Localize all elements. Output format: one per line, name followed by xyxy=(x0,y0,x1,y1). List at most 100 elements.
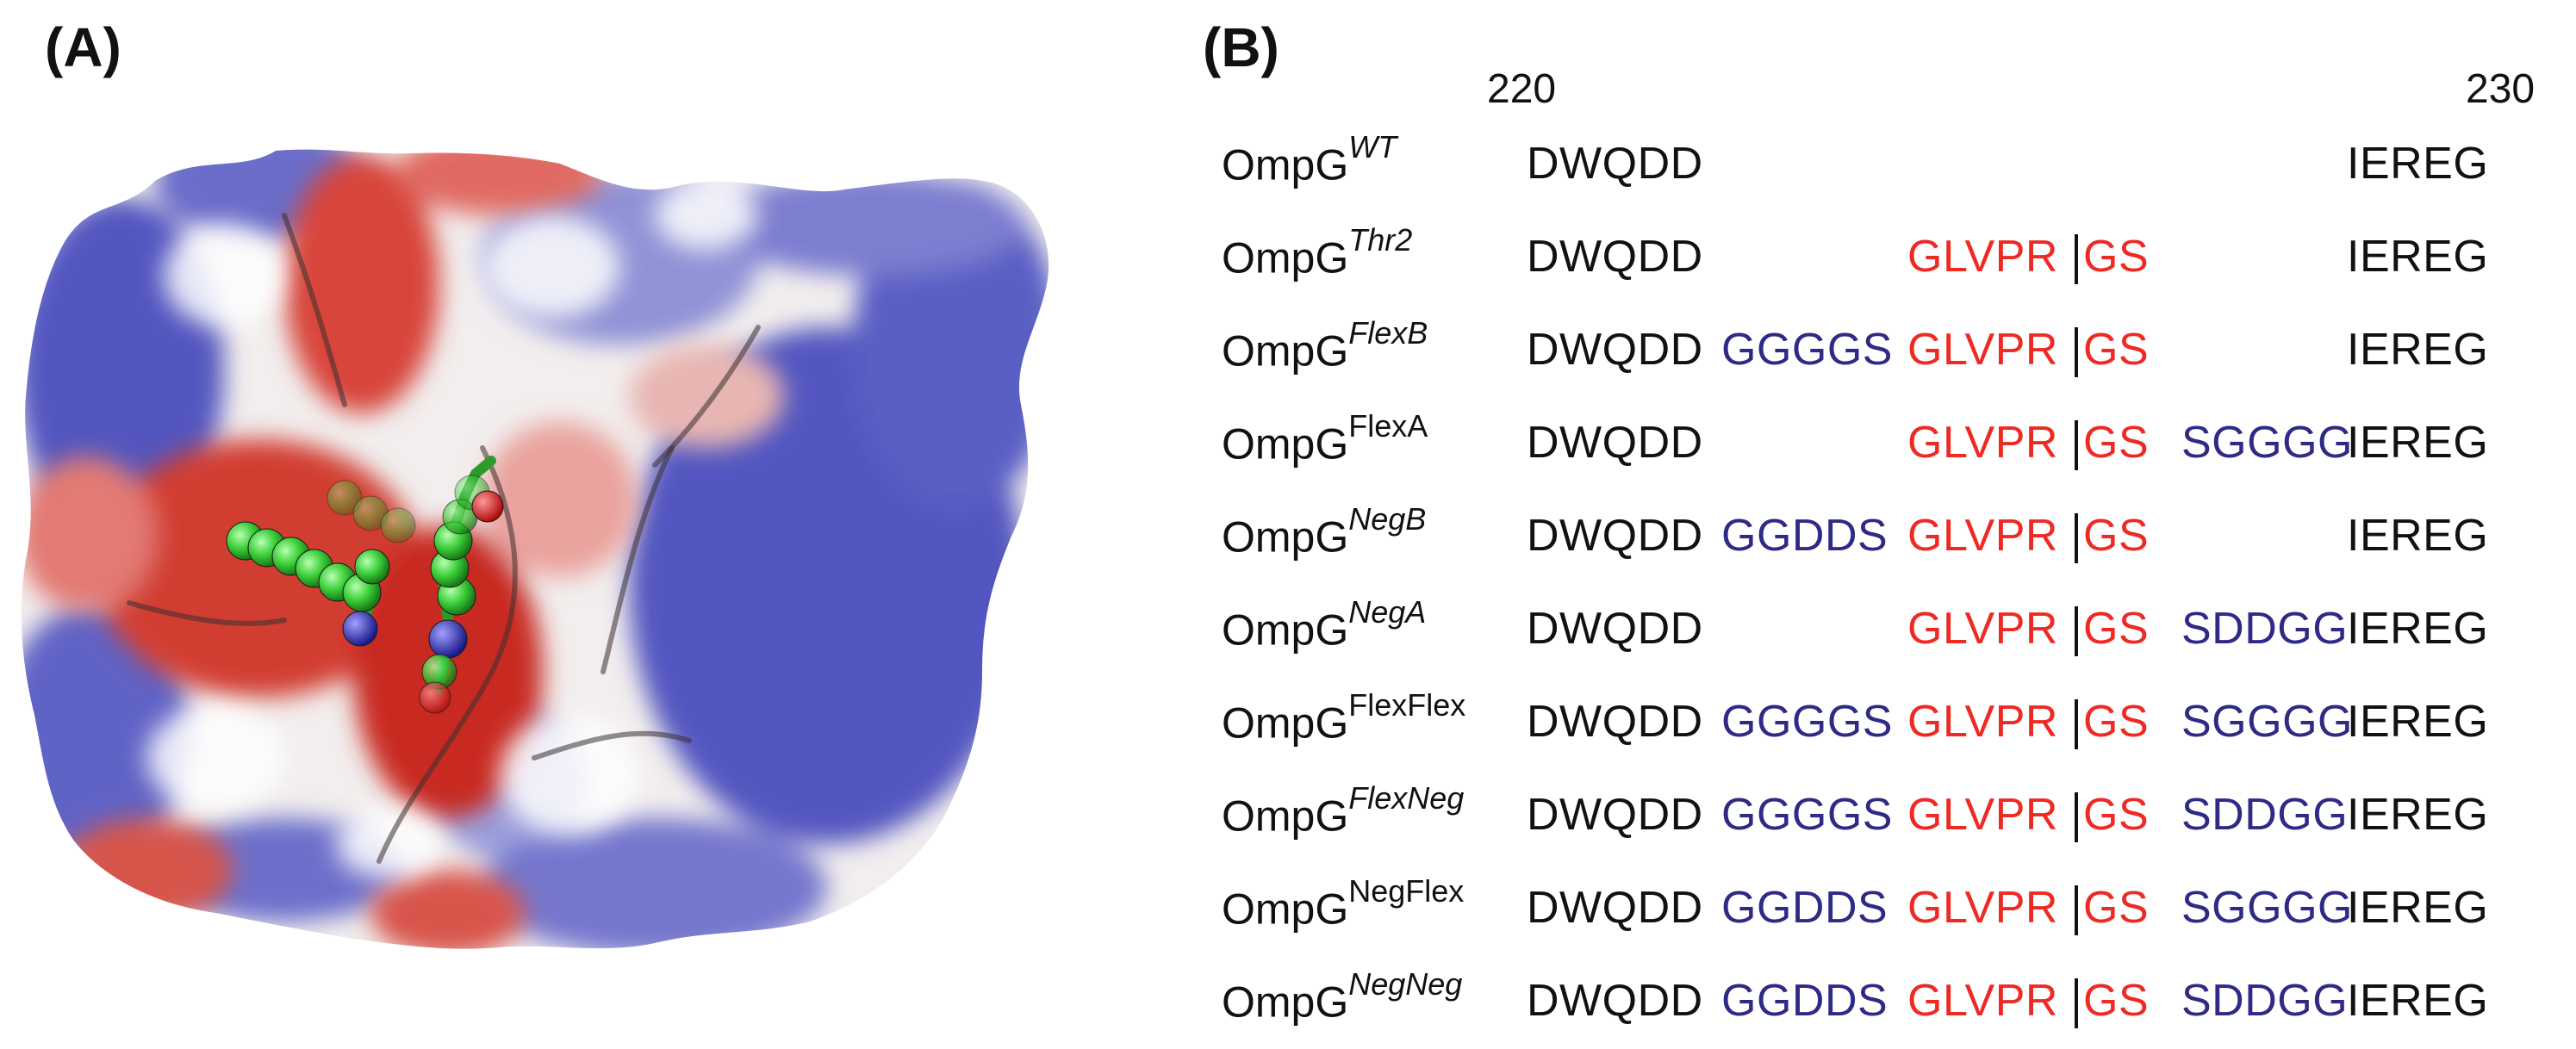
linker-before-site: GGGGS xyxy=(1721,325,1893,375)
construct-name: OmpGNegNeg xyxy=(1222,966,1462,1027)
construct-base: OmpG xyxy=(1222,698,1349,748)
construct-variant: NegFlex xyxy=(1348,873,1465,909)
construct-variant: FlexNeg xyxy=(1348,780,1465,816)
thrombin-site-p-prime-side: GS xyxy=(2083,697,2150,747)
c-terminal-segment: IEREG xyxy=(2347,604,2489,654)
construct-base: OmpG xyxy=(1222,326,1349,376)
construct-variant: FlexFlex xyxy=(1348,687,1466,723)
c-terminal-segment: IEREG xyxy=(2347,511,2489,561)
linker-after-site: SGGGG xyxy=(2181,883,2353,933)
c-terminal-segment: IEREG xyxy=(2347,232,2489,282)
cleavage-site-marker xyxy=(2075,513,2078,563)
thrombin-site-p-prime-side: GS xyxy=(2083,232,2150,282)
construct-variant: NegNeg xyxy=(1348,966,1463,1002)
construct-name: OmpGFlexFlex xyxy=(1222,687,1465,748)
n-terminal-segment: DWQDD xyxy=(1527,883,1703,933)
position-label-220: 220 xyxy=(1487,66,1557,112)
cleavage-site-marker xyxy=(2075,885,2078,935)
thrombin-site-p-side: GLVPR xyxy=(1907,976,2058,1026)
construct-variant: Thr2 xyxy=(1348,222,1413,258)
construct-base: OmpG xyxy=(1222,419,1349,469)
construct-variant: FlexA xyxy=(1348,408,1428,444)
n-terminal-segment: DWQDD xyxy=(1527,790,1703,840)
c-terminal-segment: IEREG xyxy=(2347,139,2489,189)
n-terminal-segment: DWQDD xyxy=(1527,418,1703,468)
construct-variant: WT xyxy=(1348,129,1397,164)
construct-base: OmpG xyxy=(1222,791,1349,841)
construct-variant: FlexB xyxy=(1348,315,1428,351)
ligand-molecule xyxy=(226,456,504,714)
construct-base: OmpG xyxy=(1222,885,1349,934)
thrombin-site-p-prime-side: GS xyxy=(2083,883,2150,933)
construct-base: OmpG xyxy=(1222,978,1349,1027)
sequence-row: OmpGWT DWQDD IEREG xyxy=(0,126,2576,212)
construct-variant: NegB xyxy=(1348,501,1427,537)
thrombin-site-p-side: GLVPR xyxy=(1907,418,2058,468)
thrombin-site-p-side: GLVPR xyxy=(1907,232,2058,282)
linker-after-site: SDDGG xyxy=(2181,604,2349,654)
linker-before-site: GGDDS xyxy=(1721,511,1888,561)
construct-name: OmpGWT xyxy=(1222,129,1397,190)
linker-after-site: SGGGG xyxy=(2181,697,2353,747)
thrombin-site-p-side: GLVPR xyxy=(1907,697,2058,747)
n-terminal-segment: DWQDD xyxy=(1527,511,1703,561)
cleavage-site-marker xyxy=(2075,420,2078,470)
position-label-230: 230 xyxy=(2466,66,2536,112)
linker-before-site: GGGGS xyxy=(1721,790,1893,840)
n-terminal-segment: DWQDD xyxy=(1527,697,1703,747)
c-terminal-segment: IEREG xyxy=(2347,976,2489,1026)
construct-name: OmpGNegA xyxy=(1222,594,1426,655)
sequence-row: OmpGThr2 DWQDD GLVPR GS IEREG xyxy=(0,219,2576,305)
linker-before-site: GGDDS xyxy=(1721,883,1888,933)
linker-after-site: SDDGG xyxy=(2181,976,2349,1026)
cleavage-site-marker xyxy=(2075,234,2078,284)
construct-base: OmpG xyxy=(1222,512,1349,562)
construct-base: OmpG xyxy=(1222,140,1349,189)
thrombin-site-p-prime-side: GS xyxy=(2083,976,2150,1026)
construct-base: OmpG xyxy=(1222,233,1349,282)
n-terminal-segment: DWQDD xyxy=(1527,139,1703,189)
construct-name: OmpGNegFlex xyxy=(1222,873,1464,934)
linker-after-site: SDDGG xyxy=(2181,790,2349,840)
thrombin-site-p-side: GLVPR xyxy=(1907,511,2058,561)
linker-before-site: GGGGS xyxy=(1721,697,1893,747)
thrombin-site-p-side: GLVPR xyxy=(1907,790,2058,840)
cleavage-site-marker xyxy=(2075,978,2078,1028)
c-terminal-segment: IEREG xyxy=(2347,325,2489,375)
n-terminal-segment: DWQDD xyxy=(1527,976,1703,1026)
protein-surface-illustration xyxy=(21,149,1049,949)
panel-label-a: (A) xyxy=(45,16,121,78)
thrombin-site-p-side: GLVPR xyxy=(1907,325,2058,375)
construct-base: OmpG xyxy=(1222,605,1349,655)
thrombin-site-p-prime-side: GS xyxy=(2083,325,2150,375)
cleavage-site-marker xyxy=(2075,699,2078,749)
n-terminal-segment: DWQDD xyxy=(1527,325,1703,375)
sequence-row: OmpGFlexB DWQDD GGGGS GLVPR GS IEREG xyxy=(0,312,2576,398)
construct-name: OmpGFlexA xyxy=(1222,408,1428,469)
n-terminal-segment: DWQDD xyxy=(1527,604,1703,654)
construct-name: OmpGFlexB xyxy=(1222,315,1428,376)
c-terminal-segment: IEREG xyxy=(2347,697,2489,747)
construct-name: OmpGFlexNeg xyxy=(1222,780,1464,841)
thrombin-site-p-prime-side: GS xyxy=(2083,790,2150,840)
thrombin-site-p-prime-side: GS xyxy=(2083,418,2150,468)
cleavage-site-marker xyxy=(2075,792,2078,842)
sequence-row: OmpGNegB DWQDD GGDDS GLVPR GS IEREG xyxy=(0,498,2576,584)
n-terminal-segment: DWQDD xyxy=(1527,232,1703,282)
construct-name: OmpGThr2 xyxy=(1222,222,1412,283)
cleavage-site-marker xyxy=(2075,606,2078,656)
c-terminal-segment: IEREG xyxy=(2347,883,2489,933)
linker-before-site: GGDDS xyxy=(1721,976,1888,1026)
panel-label-b: (B) xyxy=(1203,16,1279,78)
construct-name: OmpGNegB xyxy=(1222,501,1426,562)
thrombin-site-p-side: GLVPR xyxy=(1907,604,2058,654)
thrombin-site-p-prime-side: GS xyxy=(2083,511,2150,561)
linker-after-site: SGGGG xyxy=(2181,418,2353,468)
c-terminal-segment: IEREG xyxy=(2347,790,2489,840)
